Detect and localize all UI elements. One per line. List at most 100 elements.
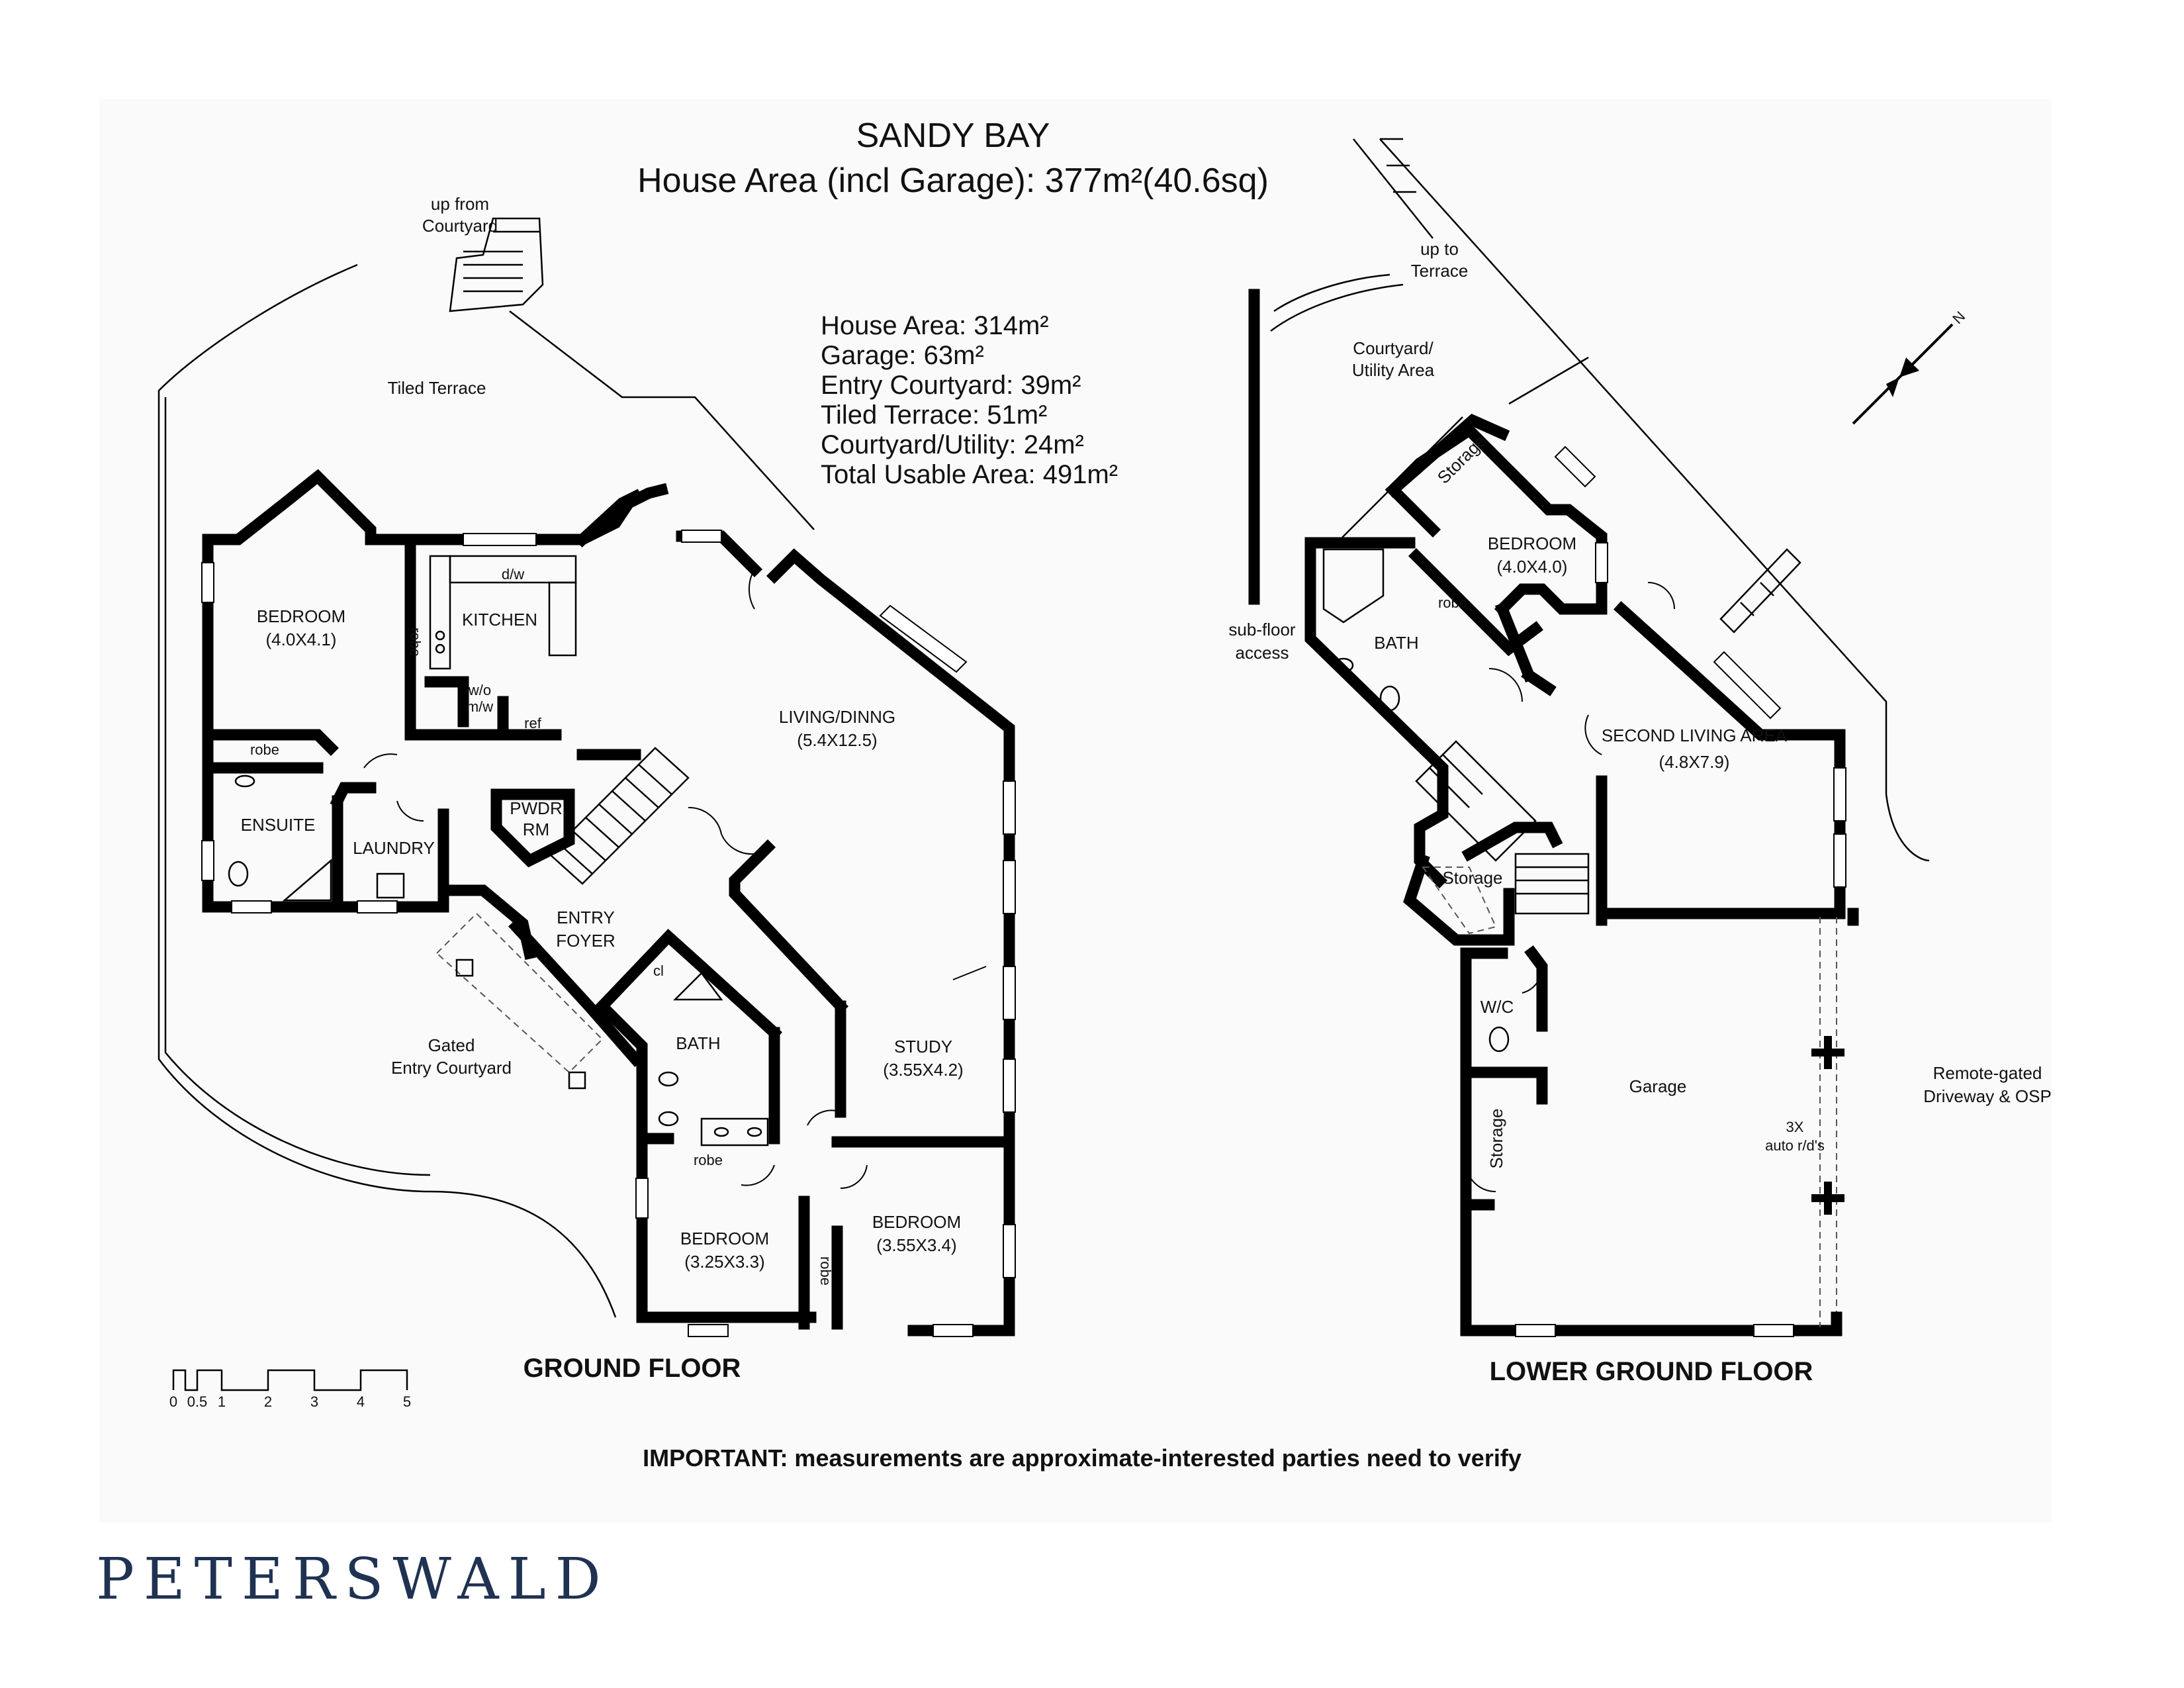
window [933,1324,974,1337]
courtyard-stair [449,217,544,312]
area-line: Tiled Terrace: 51m² [821,400,1047,430]
boundary-line [1353,138,1433,239]
second-living-wall [1494,601,1537,683]
dishwasher-label: d/w [502,566,524,583]
gated-courtyard-label: Entry Courtyard [391,1058,512,1078]
scale-label: 1 [218,1393,226,1410]
robe-wall [202,729,340,757]
microwave-label: m/w [467,698,493,715]
storage-label: Storage [1486,1108,1506,1168]
stair-walls [1461,821,1563,862]
shower [1322,548,1385,624]
window [1833,833,1846,888]
brand-logo: PETERSWALD [96,1546,610,1613]
driveway-label: Driveway & OSP [1923,1086,2052,1106]
living-dining-size: (5.4X12.5) [797,730,877,750]
laundry-label: LAUNDRY [353,838,435,858]
window [1554,445,1596,488]
entry-foyer-label: ENTRY [557,908,615,927]
post-marker [1811,1182,1844,1215]
shower [672,972,723,1001]
fridge-label: ref [524,715,542,731]
boundary-line [1379,138,1930,862]
door-swing [774,1058,778,1086]
living-dining-label: LIVING/DINNG [779,707,895,727]
garage-walls [1460,947,1843,1336]
window [1003,1058,1016,1113]
door-swing [1465,1164,1496,1193]
laundry-tub [376,872,405,899]
courtyard-utility-label: Courtyard/ [1353,338,1433,358]
storage-mid-walls [1403,853,1515,946]
plan-subtitle: House Area (incl Garage): 377m²(40.6sq) [637,162,1269,200]
basin [234,774,255,788]
walk-in-pantry-label: w/o [468,682,491,698]
area-line: House Area: 314m² [821,311,1049,340]
terrace-inner-line [164,397,431,1176]
planter [455,959,474,977]
second-living-wall [1521,667,1557,696]
stair-east [1719,548,1801,633]
door-swing [1647,582,1675,610]
powder-room-label: RM [523,820,549,839]
window [1515,1324,1556,1337]
roller-doors-label: auto r/d's [1765,1137,1825,1154]
south-wall-bedroom [636,1133,817,1323]
roller-doors-label: 3X [1786,1119,1804,1135]
basin [713,1127,729,1137]
window [357,900,398,914]
ensuite-label: ENSUITE [241,815,316,835]
bedroom-main-size: (4.0X4.1) [266,630,337,649]
courtyard-dashed-outline [435,912,604,1074]
study-label: STUDY [894,1037,952,1056]
robe-wall [1408,547,1543,657]
terrace-edge-line [509,310,815,530]
up-from-courtyard-label: up from [431,194,489,214]
entry-foyer-label: FOYER [556,931,615,951]
second-living-label: SECOND LIVING AREA [1602,726,1788,745]
study-diagonal-wall [729,839,849,1015]
planter [568,1071,586,1090]
courtyard-utility-label: Utility Area [1352,360,1435,380]
bedroom-4-label: BEDROOM [872,1212,961,1232]
main-staircase [548,747,690,885]
scale-label: 4 [357,1393,365,1410]
kitchen-bench [429,555,577,670]
window [201,562,214,603]
garage-label: Garage [1629,1076,1687,1096]
scale-label: 2 [264,1393,272,1410]
door-swing [741,1164,775,1186]
window [1003,966,1016,1020]
window [1753,1324,1794,1337]
area-summary: House Area: 314m² Garage: 63m² Entry Cou… [821,311,1118,489]
lower-staircase [1415,740,1590,915]
tiled-terrace-label: Tiled Terrace [388,378,486,398]
post-marker [1811,1036,1844,1069]
bedroom-main-label: BEDROOM [257,606,345,626]
bath-west-wall [594,998,648,1145]
disclaimer-note: IMPORTANT: measurements are approximate-… [643,1444,1522,1472]
window [1595,542,1608,583]
study-size: (3.55X4.2) [883,1060,963,1080]
window [1833,767,1846,821]
door-swing [1488,668,1523,702]
window [1003,1224,1016,1278]
window [1003,860,1016,914]
lower-bedroom-size: (4.0X4.0) [1497,557,1568,577]
area-line: Total Usable Area: 491m² [821,460,1118,489]
window [231,900,272,914]
window-strip [820,579,1010,729]
entry-diagonal-wall [508,918,643,1067]
robe-label: robe [1438,594,1467,611]
area-line: Entry Courtyard: 39m² [821,371,1081,400]
bedroom-4-size: (3.55X3.4) [876,1235,956,1255]
window [681,530,722,543]
window [879,604,968,673]
toilet [1379,685,1400,712]
powder-room-label: PWDR [510,798,562,818]
robe-label: robe [250,741,279,758]
gated-courtyard-label: Gated [428,1035,475,1055]
robe-label: robe [694,1152,723,1168]
terrace-outline [158,263,617,1318]
lower-bedroom-label: BEDROOM [1488,534,1576,553]
